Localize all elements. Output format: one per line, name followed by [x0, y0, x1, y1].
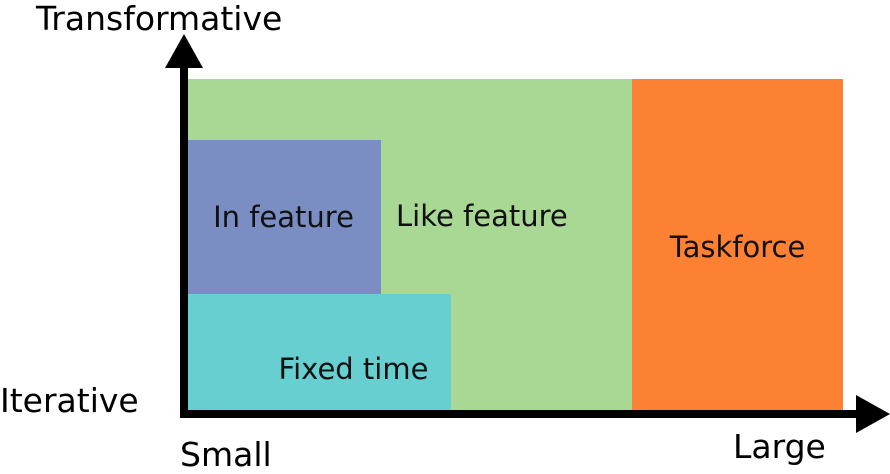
region-fixed-time: Fixed time — [186, 294, 451, 414]
y-axis-arrowhead — [165, 34, 203, 68]
y-axis-bottom-label: Iterative — [0, 381, 139, 420]
x-axis-arrowhead — [856, 395, 890, 433]
region-like-feature-label: Like feature — [396, 199, 568, 233]
x-axis-right-label: Large — [733, 427, 826, 466]
region-fixed-time-label: Fixed time — [278, 352, 429, 386]
region-taskforce: Taskforce — [632, 79, 843, 414]
y-axis-top-label: Transformative — [36, 0, 283, 38]
region-in-feature: In feature — [186, 140, 381, 294]
region-taskforce-label: Taskforce — [669, 229, 806, 264]
region-in-feature-label: In feature — [213, 200, 354, 234]
x-axis-left-label: Small — [180, 435, 272, 474]
